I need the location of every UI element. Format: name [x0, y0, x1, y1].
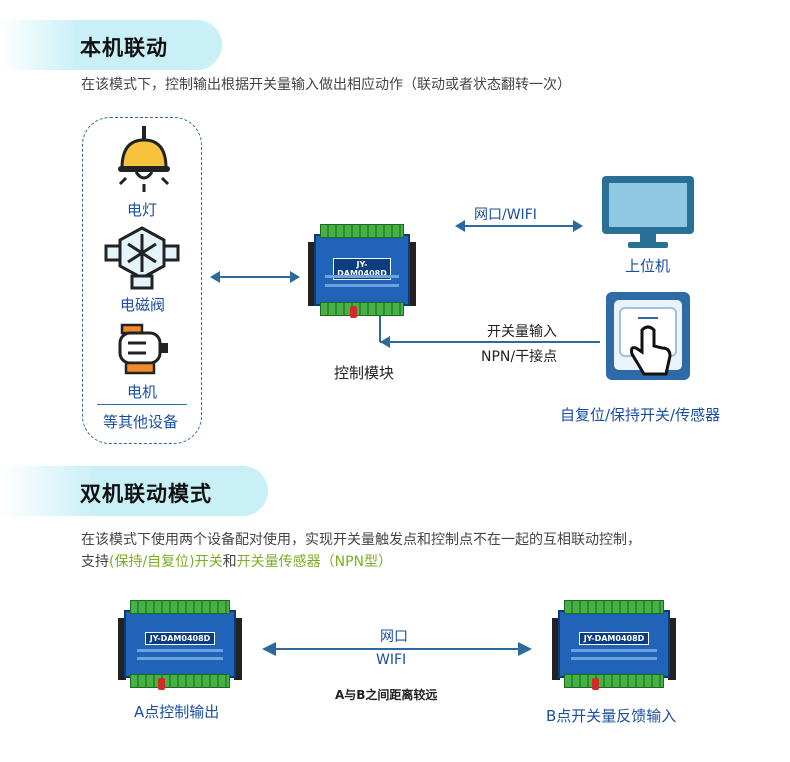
section1-header-bg	[0, 20, 222, 70]
link-network-label: 网口/WIFI	[474, 207, 537, 223]
solenoid-valve-icon	[104, 226, 180, 290]
device-group-box	[82, 117, 202, 444]
device-separator	[97, 404, 187, 405]
desc-support: 支持	[81, 554, 109, 570]
link-label-wifi: WIFI	[376, 652, 407, 668]
device-label-valve: 电磁阀	[120, 296, 166, 314]
arrow-switch-module	[379, 316, 600, 348]
section2-header-bg	[0, 466, 268, 516]
section1-title: 本机联动	[80, 36, 168, 60]
point-a-label: A点控制输出	[134, 703, 220, 721]
control-module: JY-DAM0408D	[308, 224, 416, 318]
point-b-label: B点开关量反馈输入	[546, 707, 677, 725]
module-b-model-label: JY-DAM0408D	[579, 632, 649, 646]
switch-label: 自复位/保持开关/传感器	[560, 406, 721, 424]
input-label-switch: 开关量输入	[487, 324, 557, 340]
arrow-devices-module	[210, 271, 300, 283]
section1-description: 在该模式下，控制输出根据开关量输入做出相应动作（联动或者状态翻转一次）	[81, 77, 571, 93]
desc-and: 和	[222, 554, 237, 570]
arrow-module-a-b	[262, 642, 532, 656]
desc-switch-highlight: (保持/自复位)开关	[109, 554, 223, 570]
module-b: JY-DAM0408D	[552, 600, 676, 690]
section2-description-line1: 在该模式下使用两个设备配对使用，实现开关量触发点和控制点不在一起的互相联动控制，	[81, 532, 641, 548]
arrow-module-pc	[455, 220, 583, 232]
monitor-icon	[602, 176, 694, 248]
section2-description-line2: 支持(保持/自复位)开关和开关量传感器（NPN型）	[81, 551, 392, 571]
pc-label: 上位机	[625, 257, 671, 275]
module-label: 控制模块	[334, 364, 395, 382]
device-label-motor: 电机	[127, 383, 158, 401]
module-a-model-label: JY-DAM0408D	[145, 632, 215, 646]
module-a: JY-DAM0408D	[118, 600, 242, 690]
device-label-lamp: 电灯	[127, 201, 158, 219]
lamp-icon	[118, 126, 170, 192]
motor-icon	[118, 323, 168, 375]
link-label-network: 网口	[380, 629, 408, 645]
press-button-icon	[606, 292, 690, 380]
section2-title: 双机联动模式	[80, 482, 212, 506]
device-label-more: 等其他设备	[103, 413, 179, 431]
input-label-npn: NPN/干接点	[481, 349, 558, 365]
desc-sensor-highlight: 开关量传感器（NPN型）	[236, 554, 393, 570]
distance-note: A与B之间距离较远	[335, 688, 438, 702]
module-model-label: JY-DAM0408D	[332, 257, 392, 280]
